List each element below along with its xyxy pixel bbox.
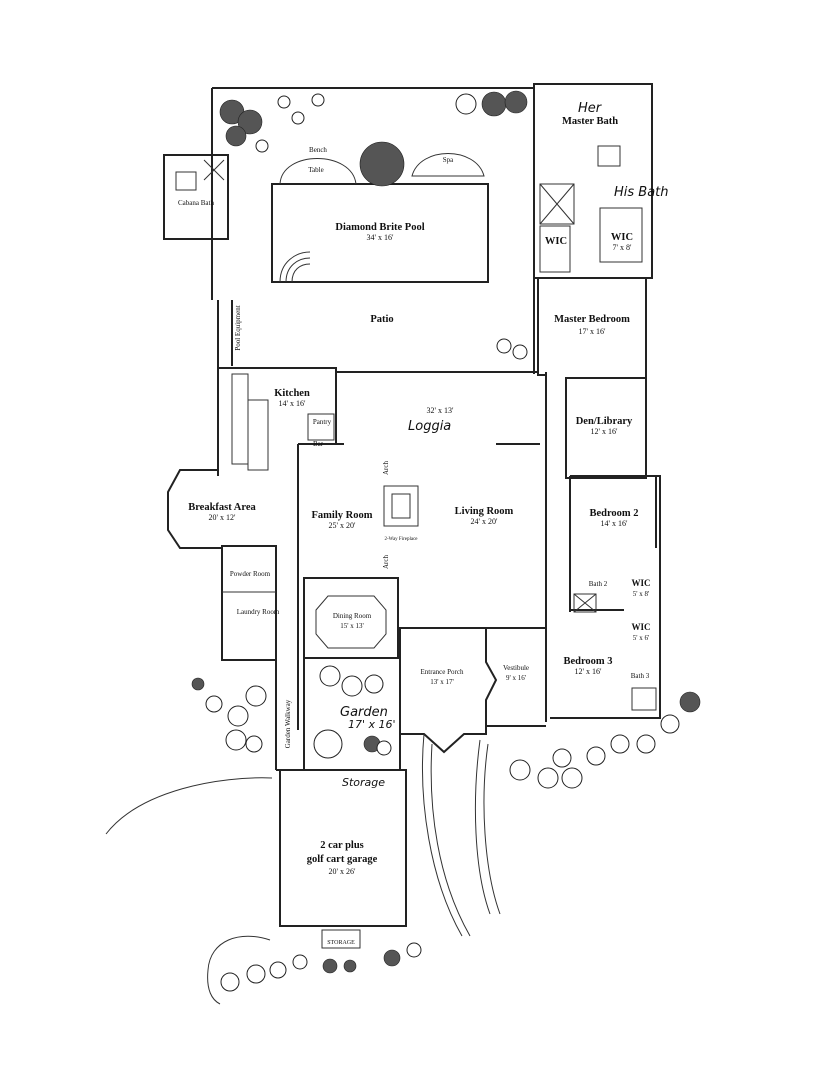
pool-dims: 34' x 16' xyxy=(367,233,394,242)
breakfast-dims: 20' x 12' xyxy=(209,513,236,522)
dining-label: Dining Room xyxy=(333,612,372,620)
bath2-label: Bath 2 xyxy=(589,580,608,588)
cabana-label: Cabana Bath xyxy=(178,199,214,207)
storage-bottom-label: STORAGE xyxy=(327,940,355,946)
wic1-label: WIC xyxy=(545,236,567,247)
master-bedroom-label: Master Bedroom xyxy=(554,314,630,325)
den-label: Den/Library xyxy=(576,416,633,427)
his-bath-label: His Bath xyxy=(614,185,669,200)
arch-bottom-label: Arch xyxy=(382,555,390,569)
garage-label: 2 car plus xyxy=(320,840,364,851)
wic2-dims: 7' x 8' xyxy=(613,243,632,252)
pool xyxy=(271,141,489,283)
wic4-label: WIC xyxy=(631,622,650,632)
bar-label: Bar xyxy=(313,440,324,448)
spa-label: Spa xyxy=(443,156,454,164)
walls xyxy=(105,83,661,1005)
fireplace-label: 2-Way Fireplace xyxy=(384,537,418,542)
wic3-dims: 5' x 8' xyxy=(633,590,650,598)
landscaping xyxy=(191,90,701,992)
wic4-dims: 5' x 6' xyxy=(633,634,650,642)
bedroom3-label: Bedroom 3 xyxy=(563,656,612,667)
porch-dims: 13' x 17' xyxy=(430,678,454,686)
kitchen-dims: 14' x 16' xyxy=(279,399,306,408)
table-label: Table xyxy=(308,166,323,174)
porch-label: Entrance Porch xyxy=(421,668,464,676)
pantry-label: Pantry xyxy=(313,418,332,426)
bedroom2-dims: 14' x 16' xyxy=(601,519,628,528)
bath3-label: Bath 3 xyxy=(631,672,650,680)
family-room-dims: 25' x 20' xyxy=(329,521,356,530)
kitchen-label: Kitchen xyxy=(274,388,310,399)
garden-label: Garden xyxy=(340,705,388,720)
loggia-label: Loggia xyxy=(408,419,451,434)
loggia-dims: 32' x 13' xyxy=(427,406,454,415)
garage-dims: 20' x 26' xyxy=(329,867,356,876)
garage-label-2: golf cart garage xyxy=(307,854,378,865)
dining-dims: 15' x 13' xyxy=(340,622,364,630)
wic3-label: WIC xyxy=(631,578,650,588)
walkway-label: Garden Walkway xyxy=(284,699,292,748)
den-dims: 12' x 16' xyxy=(591,427,618,436)
living-room-label: Living Room xyxy=(455,506,514,517)
patio-label: Patio xyxy=(370,314,393,325)
arch-top-label: Arch xyxy=(382,461,390,475)
living-room-dims: 24' x 20' xyxy=(471,517,498,526)
room-labels: Bench Table Spa Diamond Brite Pool 34' x… xyxy=(178,101,669,946)
laundry-label: Laundry Room xyxy=(237,608,280,616)
vestibule-dims: 9' x 16' xyxy=(506,674,526,682)
master-bath-label: Master Bath xyxy=(562,116,618,127)
garden-dims: 17' x 16' xyxy=(348,718,396,731)
pool-equipment-label: Pool Equipment xyxy=(234,305,242,350)
bench-label: Bench xyxy=(309,146,327,154)
storage-hand-label: Storage xyxy=(342,776,385,789)
breakfast-label: Breakfast Area xyxy=(188,502,256,513)
vestibule-label: Vestibule xyxy=(503,664,529,672)
wic2-label: WIC xyxy=(611,232,633,243)
pool-name: Diamond Brite Pool xyxy=(335,222,424,233)
bedroom2-label: Bedroom 2 xyxy=(589,508,638,519)
her-label: Her xyxy=(578,101,603,116)
powder-label: Powder Room xyxy=(230,570,271,578)
master-bedroom-dims: 17' x 16' xyxy=(579,327,606,336)
fixtures xyxy=(175,145,657,711)
family-room-label: Family Room xyxy=(312,510,373,521)
bedroom3-dims: 12' x 16' xyxy=(575,667,602,676)
